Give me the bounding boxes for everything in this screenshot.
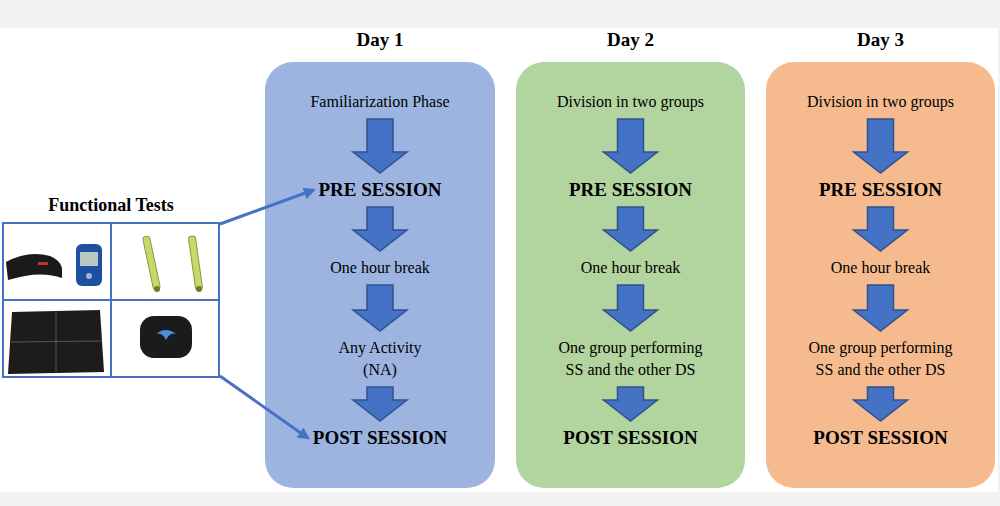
session-step: POST SESSION — [563, 427, 697, 449]
session-step: One group performing SS and the other DS — [803, 337, 958, 381]
session-step: POST SESSION — [313, 427, 447, 449]
block-arrow — [604, 207, 658, 251]
block-arrow — [353, 285, 407, 331]
day-heading: Day 2 — [516, 28, 745, 52]
session-step: One group performing SS and the other DS — [553, 337, 708, 381]
step-label: Division in two groups — [807, 91, 954, 113]
block-arrow — [854, 207, 908, 251]
block-arrow — [353, 207, 407, 251]
hr-monitor — [76, 244, 102, 286]
session-step: One hour break — [831, 257, 931, 279]
link-arrow — [220, 376, 308, 438]
step-label: POST SESSION — [563, 427, 697, 449]
day-column: Division in two groupsPRE SESSION One hou… — [766, 62, 995, 488]
step-label: One hour break — [330, 257, 430, 279]
day-heading: Day 3 — [766, 28, 995, 52]
step-label: PRE SESSION — [569, 179, 692, 201]
stick-sensor — [188, 236, 202, 290]
force-platform — [8, 310, 104, 374]
session-step: PRE SESSION — [318, 179, 441, 201]
link-arrow — [220, 190, 313, 224]
day-heading: Day 1 — [265, 28, 495, 52]
session-step: Any Activity (NA) — [328, 337, 433, 381]
step-label: One hour break — [581, 257, 681, 279]
step-label: One group performing SS and the other DS — [553, 337, 708, 381]
block-arrow — [604, 387, 658, 421]
step-label: PRE SESSION — [318, 179, 441, 201]
step-label: POST SESSION — [313, 427, 447, 449]
session-step: PRE SESSION — [819, 179, 942, 201]
block-arrow — [854, 387, 908, 421]
session-step: One hour break — [330, 257, 430, 279]
hr-screen — [80, 252, 98, 266]
hr-button — [86, 273, 92, 279]
day-column: Division in two groupsPRE SESSION One hou… — [516, 62, 745, 488]
session-step: Familiarization Phase — [310, 91, 449, 113]
inertial-sensor — [140, 316, 192, 358]
step-label: POST SESSION — [813, 427, 947, 449]
stick-sensor — [142, 236, 160, 290]
grid-divider — [2, 299, 220, 301]
session-step: Division in two groups — [557, 91, 704, 113]
sensor-logo — [156, 330, 176, 340]
session-step: PRE SESSION — [569, 179, 692, 201]
block-arrow — [854, 119, 908, 173]
block-arrow — [604, 285, 658, 331]
step-label: PRE SESSION — [819, 179, 942, 201]
stick-cap — [196, 286, 202, 292]
block-arrow — [353, 387, 407, 421]
session-step: One hour break — [581, 257, 681, 279]
step-label: Division in two groups — [557, 91, 704, 113]
test-image-grid: Functional Tests — [2, 222, 220, 378]
white-panel — [0, 28, 998, 492]
session-step: Division in two groups — [807, 91, 954, 113]
strap-logo — [38, 262, 48, 265]
block-arrow — [604, 119, 658, 173]
step-label: One hour break — [831, 257, 931, 279]
grid-heading: Functional Tests — [0, 194, 238, 216]
block-arrow — [353, 119, 407, 173]
platform-line — [11, 341, 102, 342]
step-label: One group performing SS and the other DS — [803, 337, 958, 381]
stick-cap — [154, 286, 160, 292]
session-step: POST SESSION — [813, 427, 947, 449]
chest-strap — [6, 254, 62, 280]
day-column: Familiarization PhasePRE SESSION One hour… — [265, 62, 495, 488]
block-arrow — [854, 285, 908, 331]
step-label: Familiarization Phase — [310, 91, 449, 113]
step-label: Any Activity (NA) — [328, 337, 433, 381]
